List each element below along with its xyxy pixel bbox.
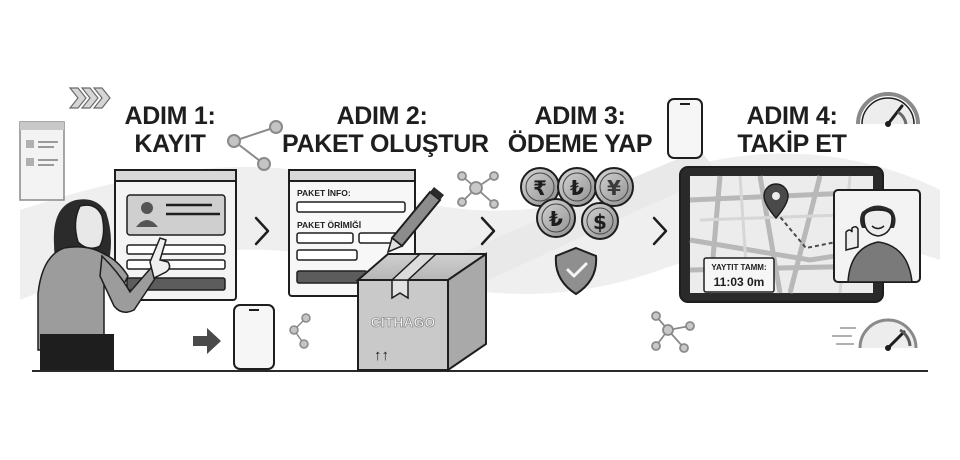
chevrons-right-icon (68, 87, 111, 109)
smartphone-icon-2 (667, 98, 703, 159)
step-2-title: ADIM 2: PAKET OLUŞTUR (282, 102, 489, 158)
yen-symbol: ¥ (607, 176, 621, 200)
woman-figure (37, 199, 171, 370)
security-shield-icon (554, 246, 598, 296)
courier-video-card (833, 189, 921, 283)
pen-icon (386, 187, 444, 254)
step-1-line1: ADIM 1: (124, 102, 216, 130)
chevron-right-icon-3 (652, 216, 668, 246)
lira-symbol-2: ₺ (549, 207, 563, 231)
cardboard-box: CITHAGO ↑↑ (355, 252, 487, 372)
coin-dollar: $ (581, 202, 619, 240)
rupee-symbol: ₹ (533, 176, 547, 200)
network-nodes-icon-3 (651, 311, 695, 353)
step-3-line1: ADIM 3: (534, 102, 626, 130)
speedometer-icon (856, 92, 920, 127)
arrow-right-icon (193, 328, 221, 354)
tracking-time: 11:03 0m (714, 275, 765, 289)
coin-yen: ¥ (594, 167, 634, 207)
speedometer-icon-2 (832, 318, 918, 351)
box-brand-text: CITHAGO (371, 314, 436, 330)
step-3-line2: ÖDEME YAP (507, 130, 653, 158)
form-paket-orimigi-label: PAKET ÖRİMİĞİ (297, 219, 361, 230)
step-1-title: ADIM 1: KAYIT (100, 102, 240, 158)
lira-symbol: ₺ (570, 176, 584, 200)
step-2-line1: ADIM 2: (336, 102, 428, 130)
chevron-right-icon (254, 216, 270, 246)
network-nodes-icon (227, 120, 283, 171)
step-1-line2: KAYIT (134, 130, 206, 158)
user-avatar-icon (136, 202, 158, 227)
dollar-symbol: $ (593, 210, 607, 234)
map-pin-icon (763, 183, 789, 220)
registration-form-window (114, 169, 237, 301)
coin-lira-2: ₺ (536, 198, 576, 238)
step-4-title: ADIM 4: TAKİP ET (722, 102, 862, 158)
document-window-icon (19, 121, 65, 201)
step-4-line1: ADIM 4: (746, 102, 838, 130)
step-4-line2: TAKİP ET (737, 130, 847, 158)
smartphone-icon (233, 304, 275, 370)
network-nodes-icon-2 (457, 171, 499, 209)
tablet-map: YAYTIT TAMM: 11:03 0m (679, 166, 884, 303)
form-paket-info-label: PAKET İNFO: (297, 188, 351, 198)
tracking-time-card (703, 257, 775, 293)
tracking-label: YAYTIT TAMM: (711, 263, 766, 272)
step-2-line2: PAKET OLUŞTUR (282, 130, 489, 158)
box-this-side-up-icon: ↑↑ (374, 347, 389, 364)
step-3-title: ADIM 3: ÖDEME YAP (505, 102, 655, 158)
network-nodes-small-icon (289, 313, 311, 349)
chevron-right-icon-2 (480, 216, 496, 246)
